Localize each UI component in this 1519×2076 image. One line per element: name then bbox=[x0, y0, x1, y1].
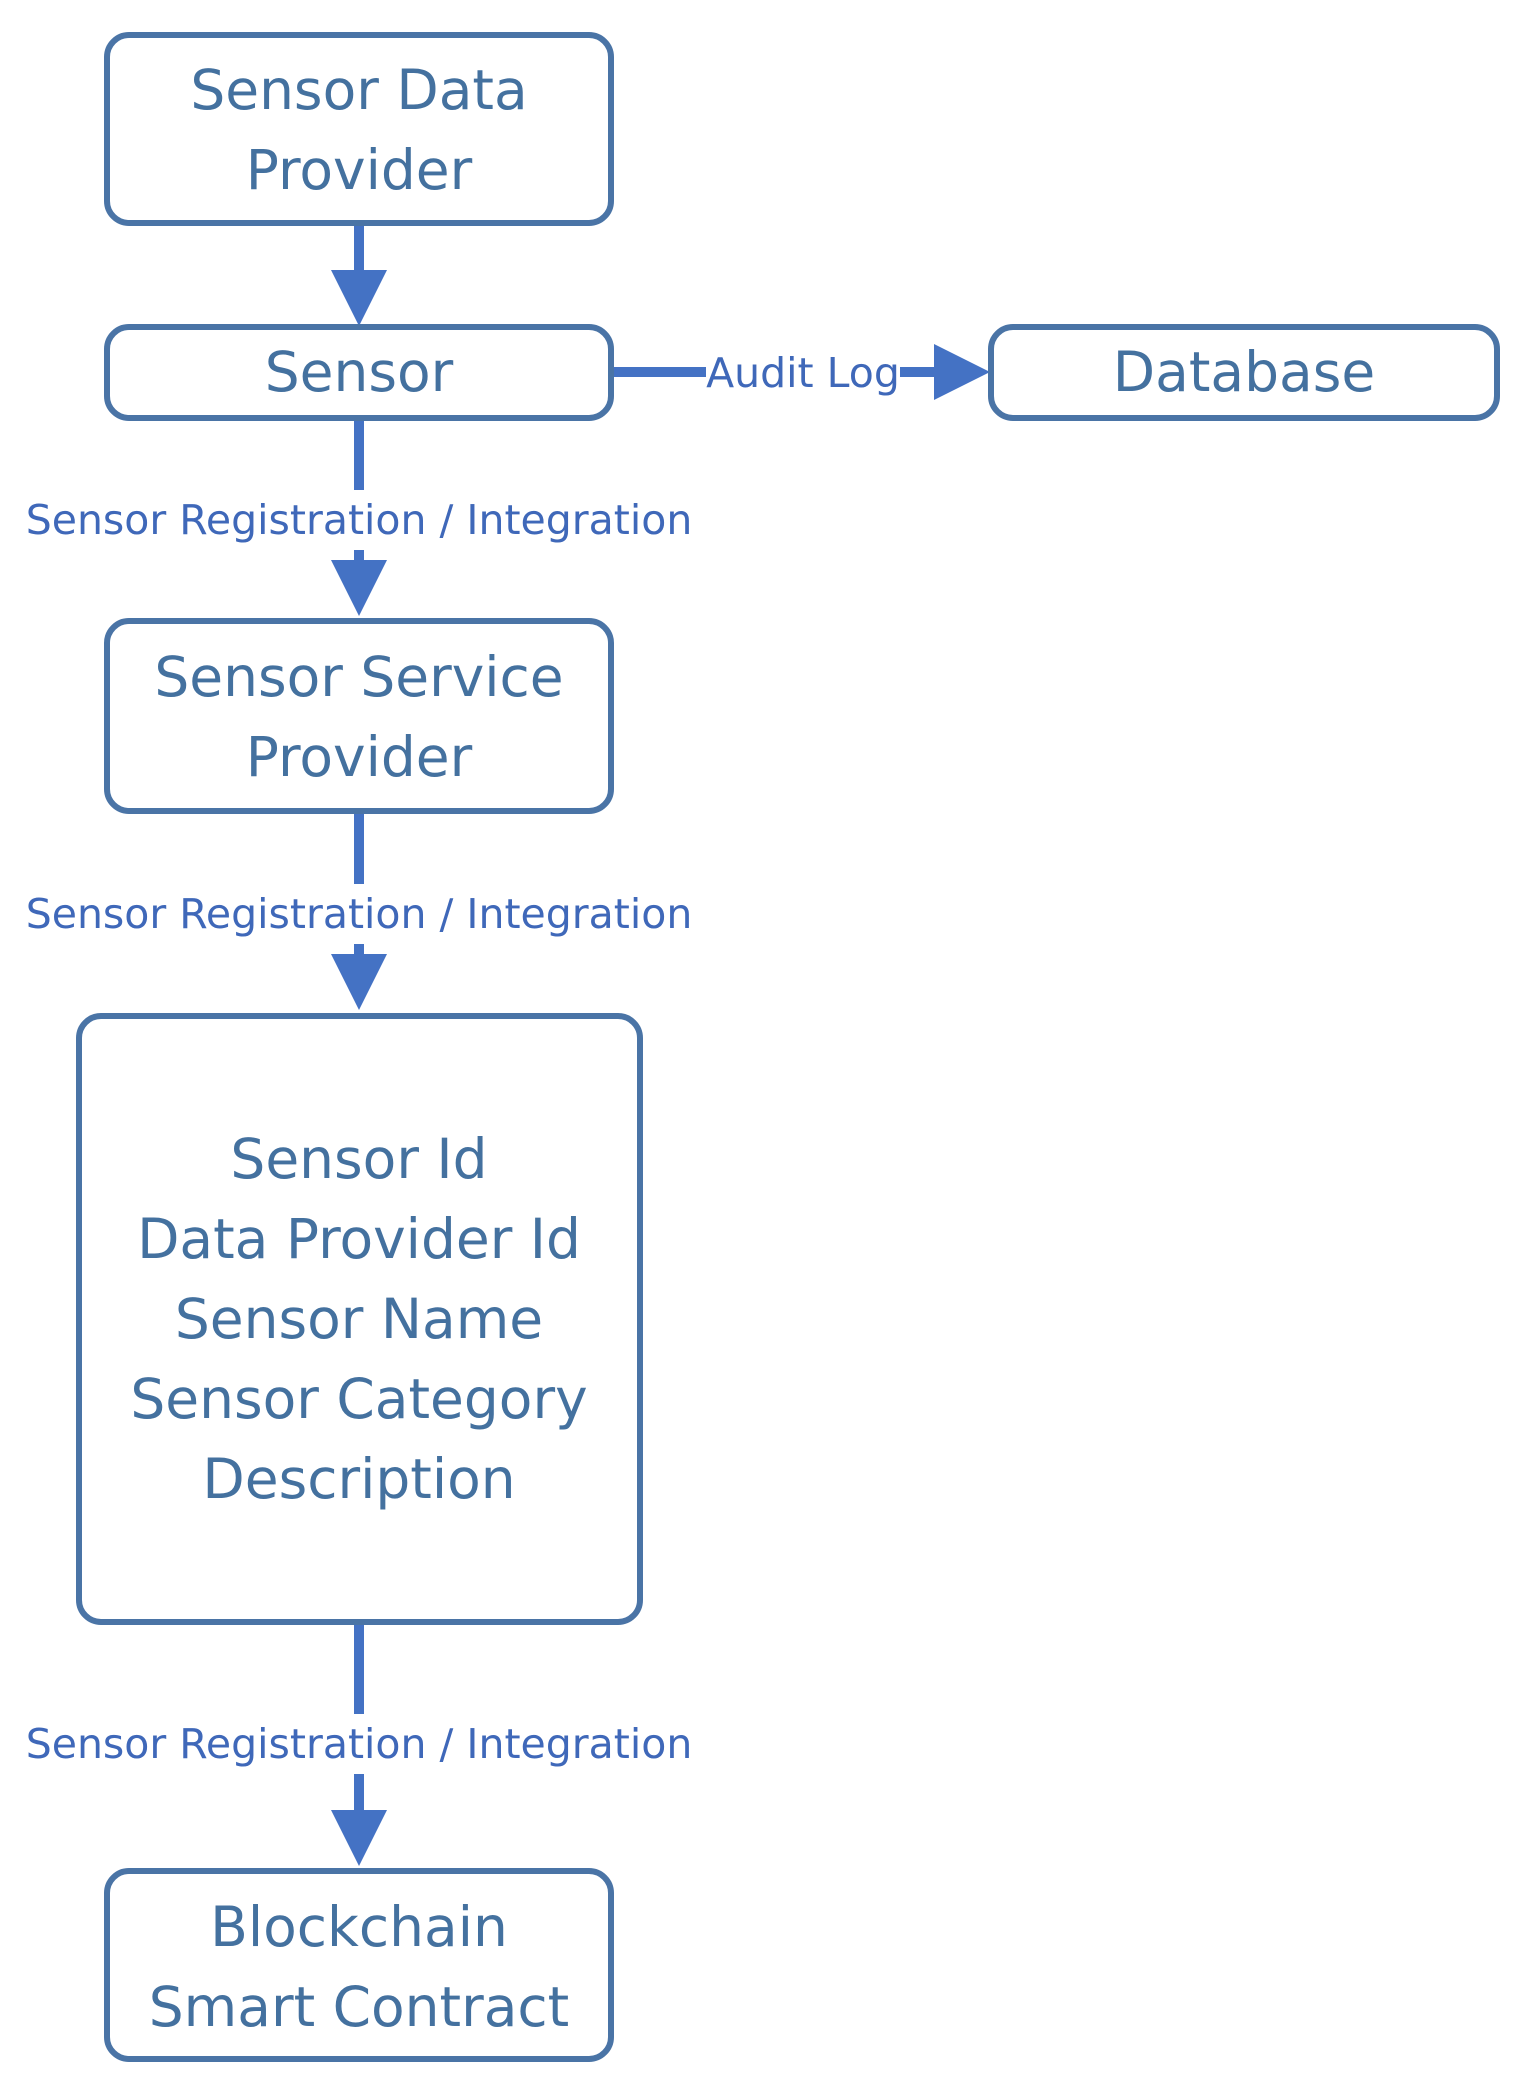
registration-label-1: Sensor Registration / Integration bbox=[26, 496, 693, 544]
record-field: Sensor Name bbox=[175, 1287, 543, 1351]
arrow-sensor-to-service-provider: Sensor Registration / Integration bbox=[22, 418, 696, 616]
audit-log-label: Audit Log bbox=[706, 349, 900, 397]
record-field: Data Provider Id bbox=[137, 1207, 581, 1271]
record-field: Sensor Id bbox=[230, 1127, 487, 1191]
node-blockchain: Blockchain Smart Contract bbox=[104, 1868, 614, 2062]
registration-label-3: Sensor Registration / Integration bbox=[26, 1720, 693, 1768]
node-label: Smart Contract bbox=[149, 1975, 569, 2039]
node-label: Database bbox=[1113, 340, 1375, 404]
arrow-provider-to-sensor bbox=[331, 223, 387, 326]
node-label: Sensor bbox=[265, 340, 454, 404]
record-field: Description bbox=[202, 1447, 515, 1511]
node-sensor: Sensor bbox=[104, 324, 614, 421]
record-field: Sensor Category bbox=[130, 1367, 587, 1431]
node-label: Provider bbox=[246, 725, 473, 789]
node-label: Provider bbox=[246, 138, 473, 202]
node-sensor-record: Sensor Id Data Provider Id Sensor Name S… bbox=[76, 1013, 643, 1625]
node-sensor-service-provider: Sensor Service Provider bbox=[104, 618, 614, 814]
arrow-record-to-blockchain: Sensor Registration / Integration bbox=[22, 1622, 696, 1866]
node-label: Sensor Data bbox=[190, 58, 527, 122]
node-sensor-data-provider: Sensor Data Provider bbox=[104, 32, 614, 226]
arrow-service-provider-to-record: Sensor Registration / Integration bbox=[22, 811, 696, 1010]
node-label: Blockchain bbox=[210, 1895, 508, 1959]
arrow-sensor-to-database: Audit Log bbox=[610, 342, 990, 404]
registration-label-2: Sensor Registration / Integration bbox=[26, 890, 693, 938]
node-database: Database bbox=[988, 324, 1500, 421]
node-label: Sensor Service bbox=[154, 645, 563, 709]
